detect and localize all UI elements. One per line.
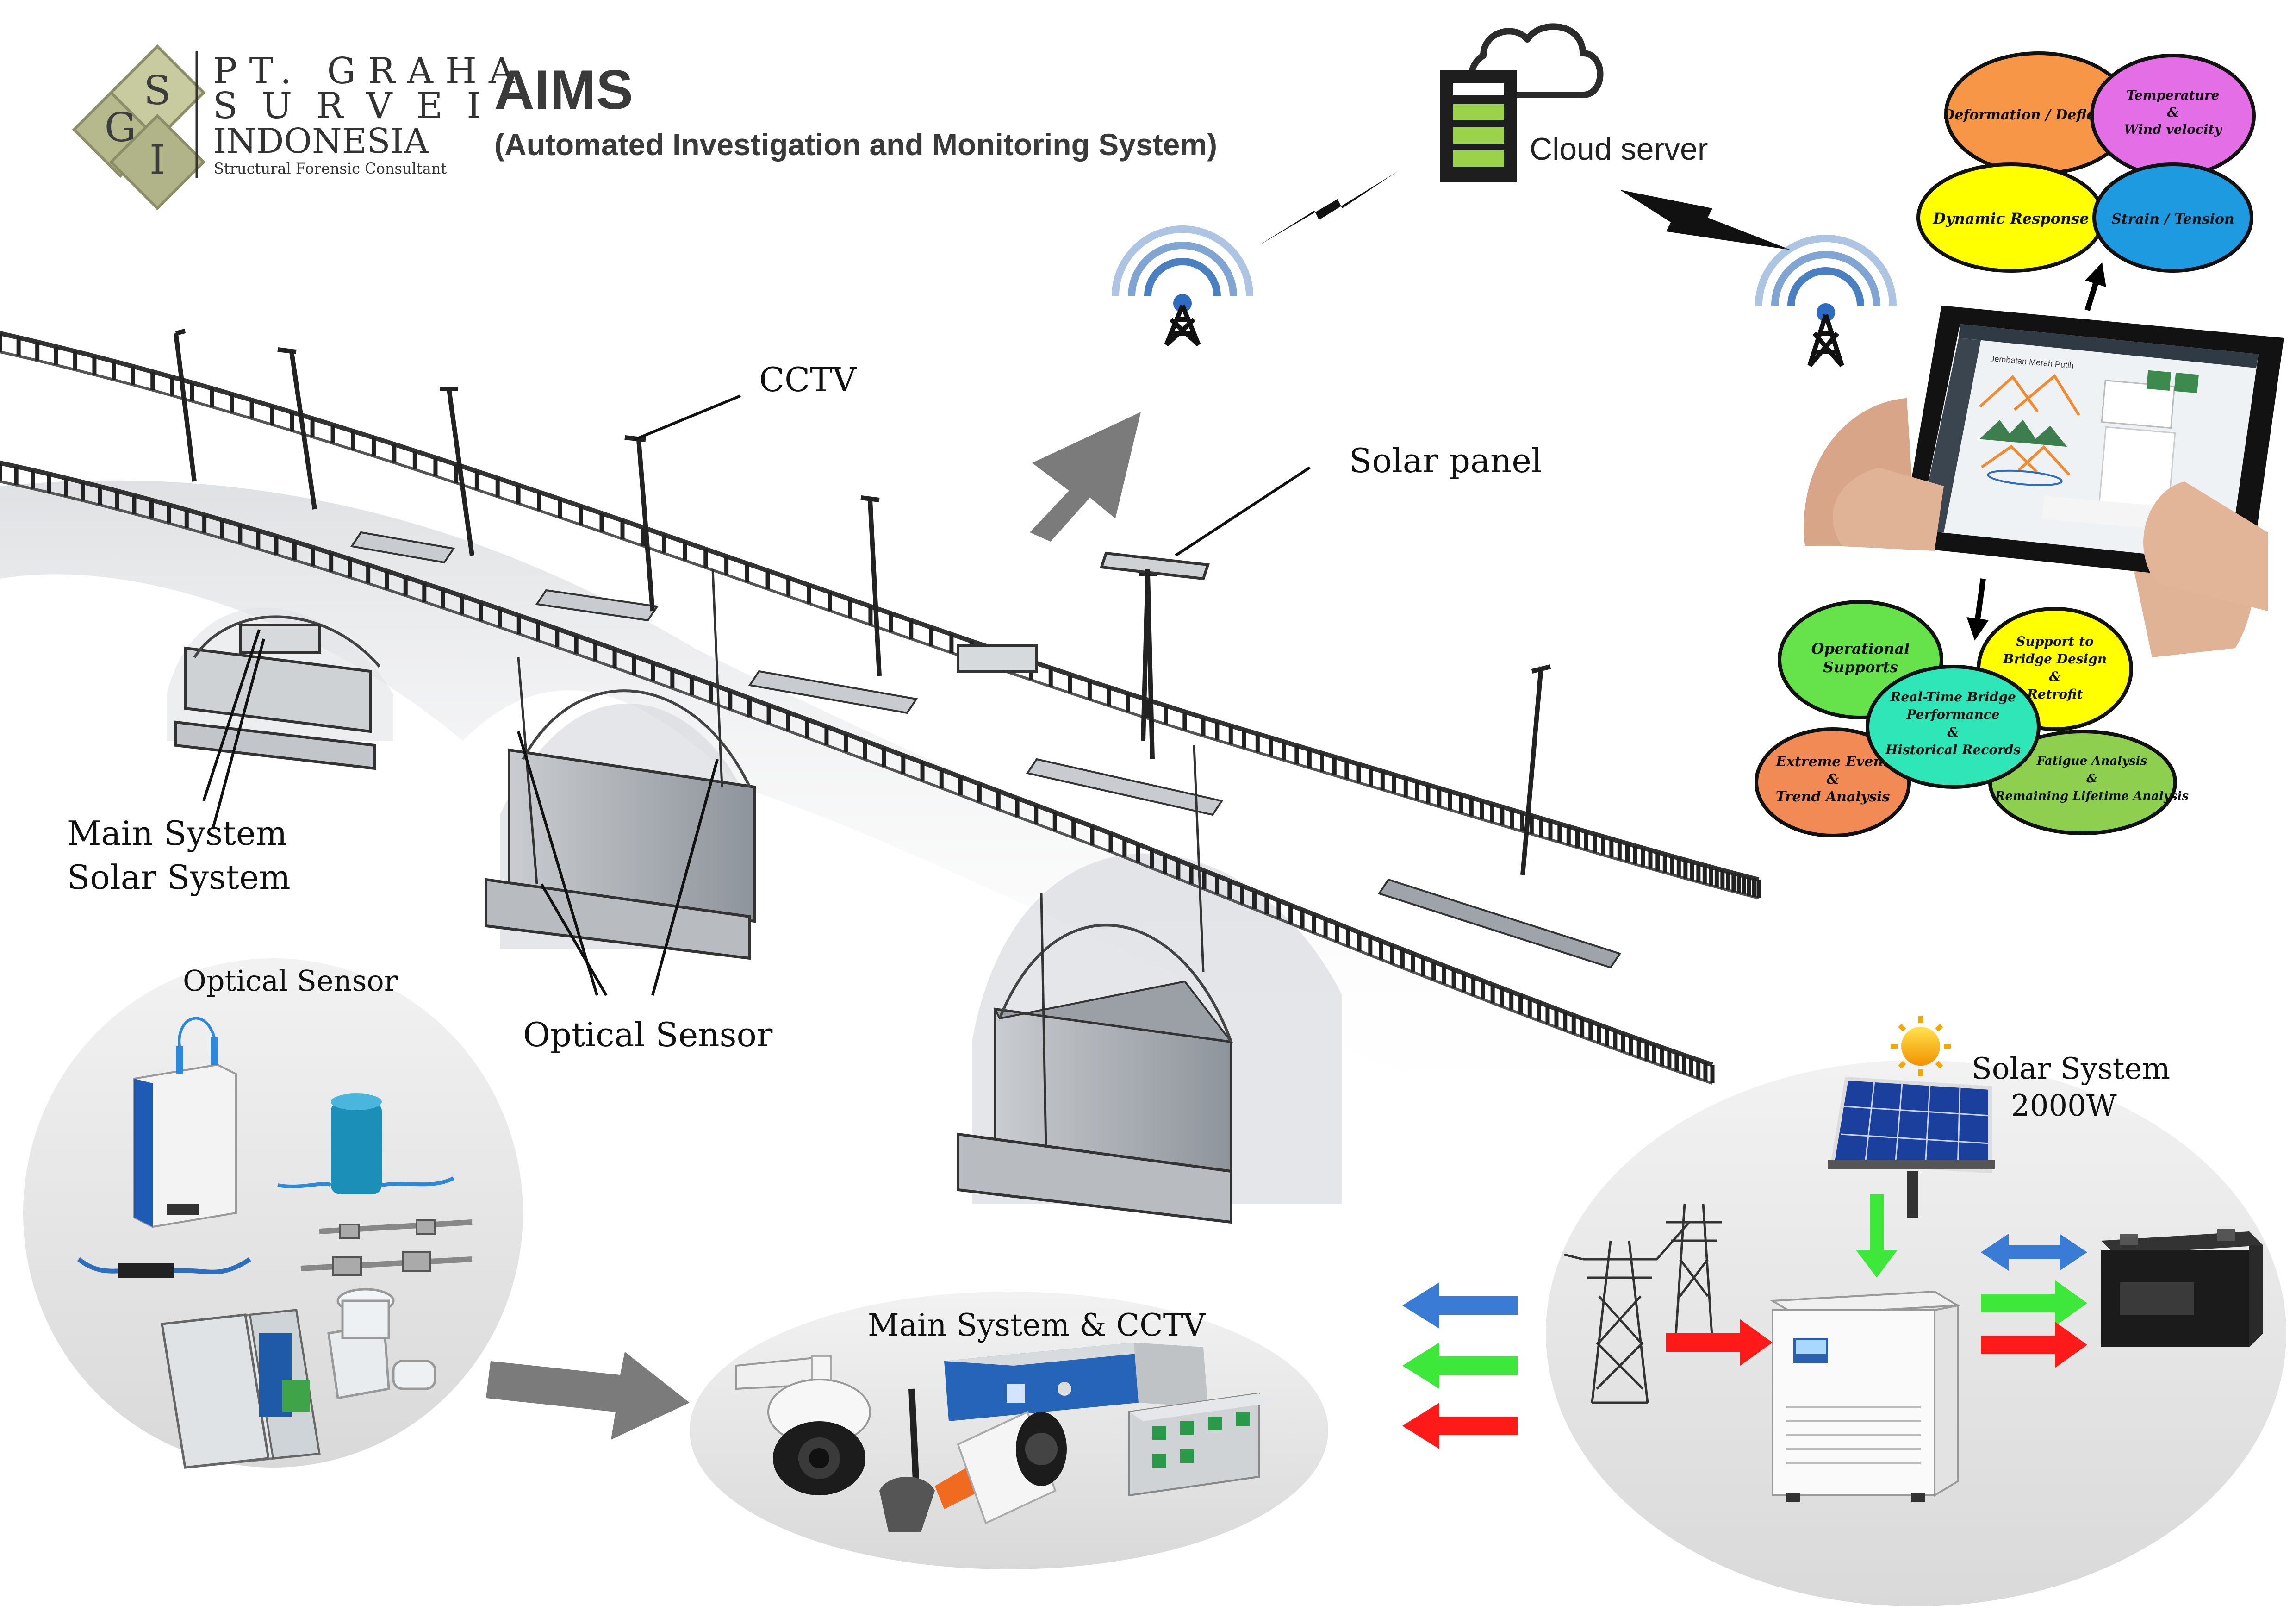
svg-text:Support to: Support to (2016, 634, 2093, 649)
decision-bubble-real-time: Real-Time Bridge Performance & Historica… (1866, 665, 2041, 789)
solar-panel-label: Solar panel (1349, 441, 1542, 480)
cctv-label: CCTV (759, 360, 857, 399)
main-system-devices (735, 1343, 1273, 1532)
svg-text:&: & (1826, 771, 1839, 787)
inverter-battery-arrow-green-icon (1981, 1280, 2087, 1326)
monitoring-bubble-temperature: Temperature & Wind velocity (2090, 54, 2256, 178)
main-system-cctv-label: Main System & CCTV (868, 1307, 1206, 1343)
svg-text:Real-Time Bridge: Real-Time Bridge (1890, 689, 2016, 705)
svg-text:&: & (2049, 669, 2060, 684)
svg-text:Temperature: Temperature (2126, 87, 2219, 103)
solar-system-label-line1: Solar System (1972, 1052, 2170, 1086)
upload-arrow-icon (1030, 412, 1141, 542)
solar-system-label-line2: 2000W (2011, 1089, 2117, 1123)
decision-bubble-fatigue: Fatigue Analysis & Remaining Lifetime An… (1988, 730, 2189, 835)
svg-text:Supports: Supports (1823, 658, 1898, 676)
antenna-tower-left-icon (1112, 225, 1253, 347)
grid-to-inverter-arrow-icon (1666, 1319, 1773, 1366)
logo-letter-g: G (105, 105, 137, 151)
optical-sensor-devices (77, 1017, 473, 1469)
svg-text:Bridge Design: Bridge Design (2003, 651, 2107, 667)
arrow-to-decisions (1966, 578, 1989, 641)
monitoring-bubble-dynamic-response: Dynamic Response (1916, 162, 2105, 273)
company-name-line1: PT. GRAHA (213, 50, 527, 92)
logo-diamond-i (109, 113, 206, 211)
svg-text:Wind velocity: Wind velocity (2124, 122, 2222, 137)
svg-text:&: & (1947, 725, 1959, 740)
solar-to-inverter-arrow-icon (1856, 1194, 1898, 1278)
inverter-icon (1769, 1290, 1961, 1502)
company-tagline: Structural Forensic Consultant (214, 160, 447, 177)
svg-text:Performance: Performance (1906, 707, 1999, 722)
page-subtitle: (Automated Investigation and Monitoring … (494, 127, 1217, 162)
antenna-tower-right-icon (1755, 235, 1897, 368)
logo-letter-s: S (144, 68, 171, 114)
cloud-server-label: Cloud server (1530, 131, 1708, 167)
svg-text:Extreme Event: Extreme Event (1775, 754, 1890, 770)
battery-icon (2101, 1229, 2263, 1347)
power-arrow-green-icon (1402, 1343, 1518, 1389)
svg-text:Remaining Lifetime Analysis: Remaining Lifetime Analysis (1995, 789, 2189, 803)
tablet-dashboard: Jembatan Merah Putih (1804, 306, 2284, 657)
callout-lines (202, 394, 1311, 996)
company-name-line2: SURVEI (213, 85, 505, 127)
main-system-label: Main System (67, 814, 287, 853)
optical-sensor-group-label: Optical Sensor (183, 964, 398, 998)
wireless-link-left-icon (1259, 171, 1398, 245)
decision-bubble-extreme-event: Extreme Event & Trend Analysis (1755, 727, 1911, 837)
arrow-to-monitoring (2084, 262, 2106, 311)
bridge-illustration (0, 329, 1761, 1224)
svg-text:&: & (2167, 105, 2178, 120)
power-arrow-blue-icon (1402, 1282, 1518, 1329)
svg-text:Historical Records: Historical Records (1885, 742, 2021, 757)
wireless-link-right-icon (1620, 190, 1791, 250)
monitoring-bubble-strain: Strain / Tension (2092, 162, 2253, 273)
svg-text:Operational: Operational (1811, 640, 1910, 657)
optical-sensor-bridge-label: Optical Sensor (523, 1015, 773, 1054)
svg-text:Retrofit: Retrofit (2027, 687, 2083, 702)
solar-panel-icon (1828, 1076, 1995, 1218)
svg-text:Dynamic Response: Dynamic Response (1932, 210, 2089, 227)
power-arrow-red-icon (1402, 1403, 1518, 1449)
logo-letter-i: I (149, 137, 165, 183)
svg-text:Trend Analysis: Trend Analysis (1776, 789, 1890, 805)
svg-text:Strain / Tension: Strain / Tension (2111, 211, 2234, 227)
cloud-server-icon (1440, 23, 1604, 182)
page-title: AIMS (494, 59, 633, 121)
solar-system-bridge-label: Solar System (67, 858, 291, 897)
power-grid-tower-icon (1564, 1203, 1722, 1404)
sensor-to-main-arrow-icon (486, 1352, 690, 1440)
svg-text:&: & (2086, 772, 2097, 786)
sun-icon (1891, 1016, 1951, 1076)
company-name-line3: INDONESIA (213, 121, 429, 161)
inverter-battery-arrow-red-icon (1981, 1322, 2087, 1368)
inverter-battery-arrow-blue-icon (1981, 1234, 2087, 1271)
svg-text:Fatigue Analysis: Fatigue Analysis (2036, 754, 2147, 768)
company-logo: G S I PT. GRAHA SURVEI INDONESIA Structu… (72, 44, 527, 211)
